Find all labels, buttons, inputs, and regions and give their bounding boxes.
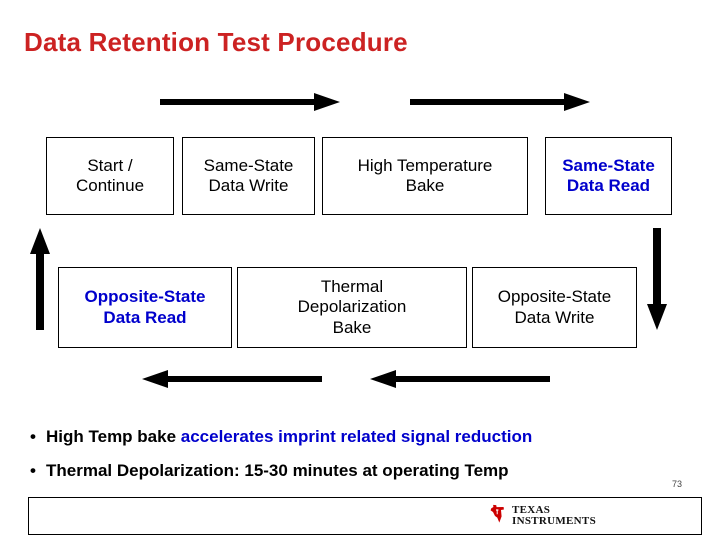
flow-box-label: High Temperature Bake [325,156,525,196]
arrow-up-icon [28,228,52,330]
flow-box-line-3: Bake [332,317,372,337]
flow-box-same-state-data-write[interactable]: Same-State Data Write [182,137,315,215]
flow-box-label: Opposite-State Data Write [475,287,634,327]
flow-box-label: Same-State Data Write [185,156,312,196]
bullet-marker-icon: • [30,427,36,446]
bullet-item: • Thermal Depolarization: 15-30 minutes a… [30,461,509,481]
flow-box-line-1: Opposite-State [497,287,612,307]
texas-state-shape-icon [490,504,507,528]
flow-box-line-1: Thermal [320,277,384,297]
bullet-marker-icon: • [30,461,36,480]
flow-box-line-2: Bake [405,176,445,195]
arrow-right-icon [410,90,590,114]
texas-instruments-wordmark: TEXAS INSTRUMENTS [512,503,596,527]
flow-box-opposite-state-data-read[interactable]: Opposite-State Data Read [58,267,232,348]
texas-instruments-logo: TEXAS INSTRUMENTS [490,504,596,528]
footer-bar [28,497,702,535]
logo-line-2: INSTRUMENTS [512,515,596,527]
flow-box-line-2: Data Write [208,176,289,195]
bullet-item: • High Temp bake accelerates imprint rela… [30,427,532,447]
flow-box-line-2: Data Write [514,307,595,327]
flow-box-line-2: Data Read [566,176,651,195]
flow-box-label: Opposite-State Data Read [61,287,229,327]
flow-box-start-continue[interactable]: Start / Continue [46,137,174,215]
bullet-segment-text: Thermal Depolarization: 15-30 minutes at… [46,461,509,480]
page-number: 73 [672,479,683,489]
flow-box-line-2: Data Read [103,307,187,327]
arrow-left-icon [370,367,550,391]
flow-box-same-state-data-read[interactable]: Same-State Data Read [545,137,672,215]
arrow-left-icon [142,367,322,391]
flow-box-line-2: Continue [75,176,145,195]
flow-box-line-1: Same-State [562,155,655,175]
flow-box-high-temperature-bake[interactable]: High Temperature Bake [322,137,528,215]
flow-box-label: Same-State Data Read [548,156,669,196]
flow-box-line-1: Opposite-State [84,287,206,307]
arrow-right-icon [160,90,340,114]
flow-box-label: Thermal Depolarization Bake [240,277,464,337]
flow-box-line-1: Same-State [203,155,294,175]
page-title: Data Retention Test Procedure [24,27,408,57]
flow-box-line-1: Start / [87,155,133,175]
flow-box-line-2: Depolarization [297,297,407,317]
flow-box-line-1: High Temperature [357,155,493,175]
flow-box-thermal-depolarization-bake[interactable]: Thermal Depolarization Bake [237,267,467,348]
flow-box-opposite-state-data-write[interactable]: Opposite-State Data Write [472,267,637,348]
flow-box-label: Start / Continue [49,156,171,196]
bullet-segment-text: High Temp bake [46,427,181,446]
logo-line-1: TEXAS [512,503,551,516]
bullet-segment-highlight: accelerates imprint related signal reduc… [180,427,533,446]
arrow-down-icon [645,228,669,330]
